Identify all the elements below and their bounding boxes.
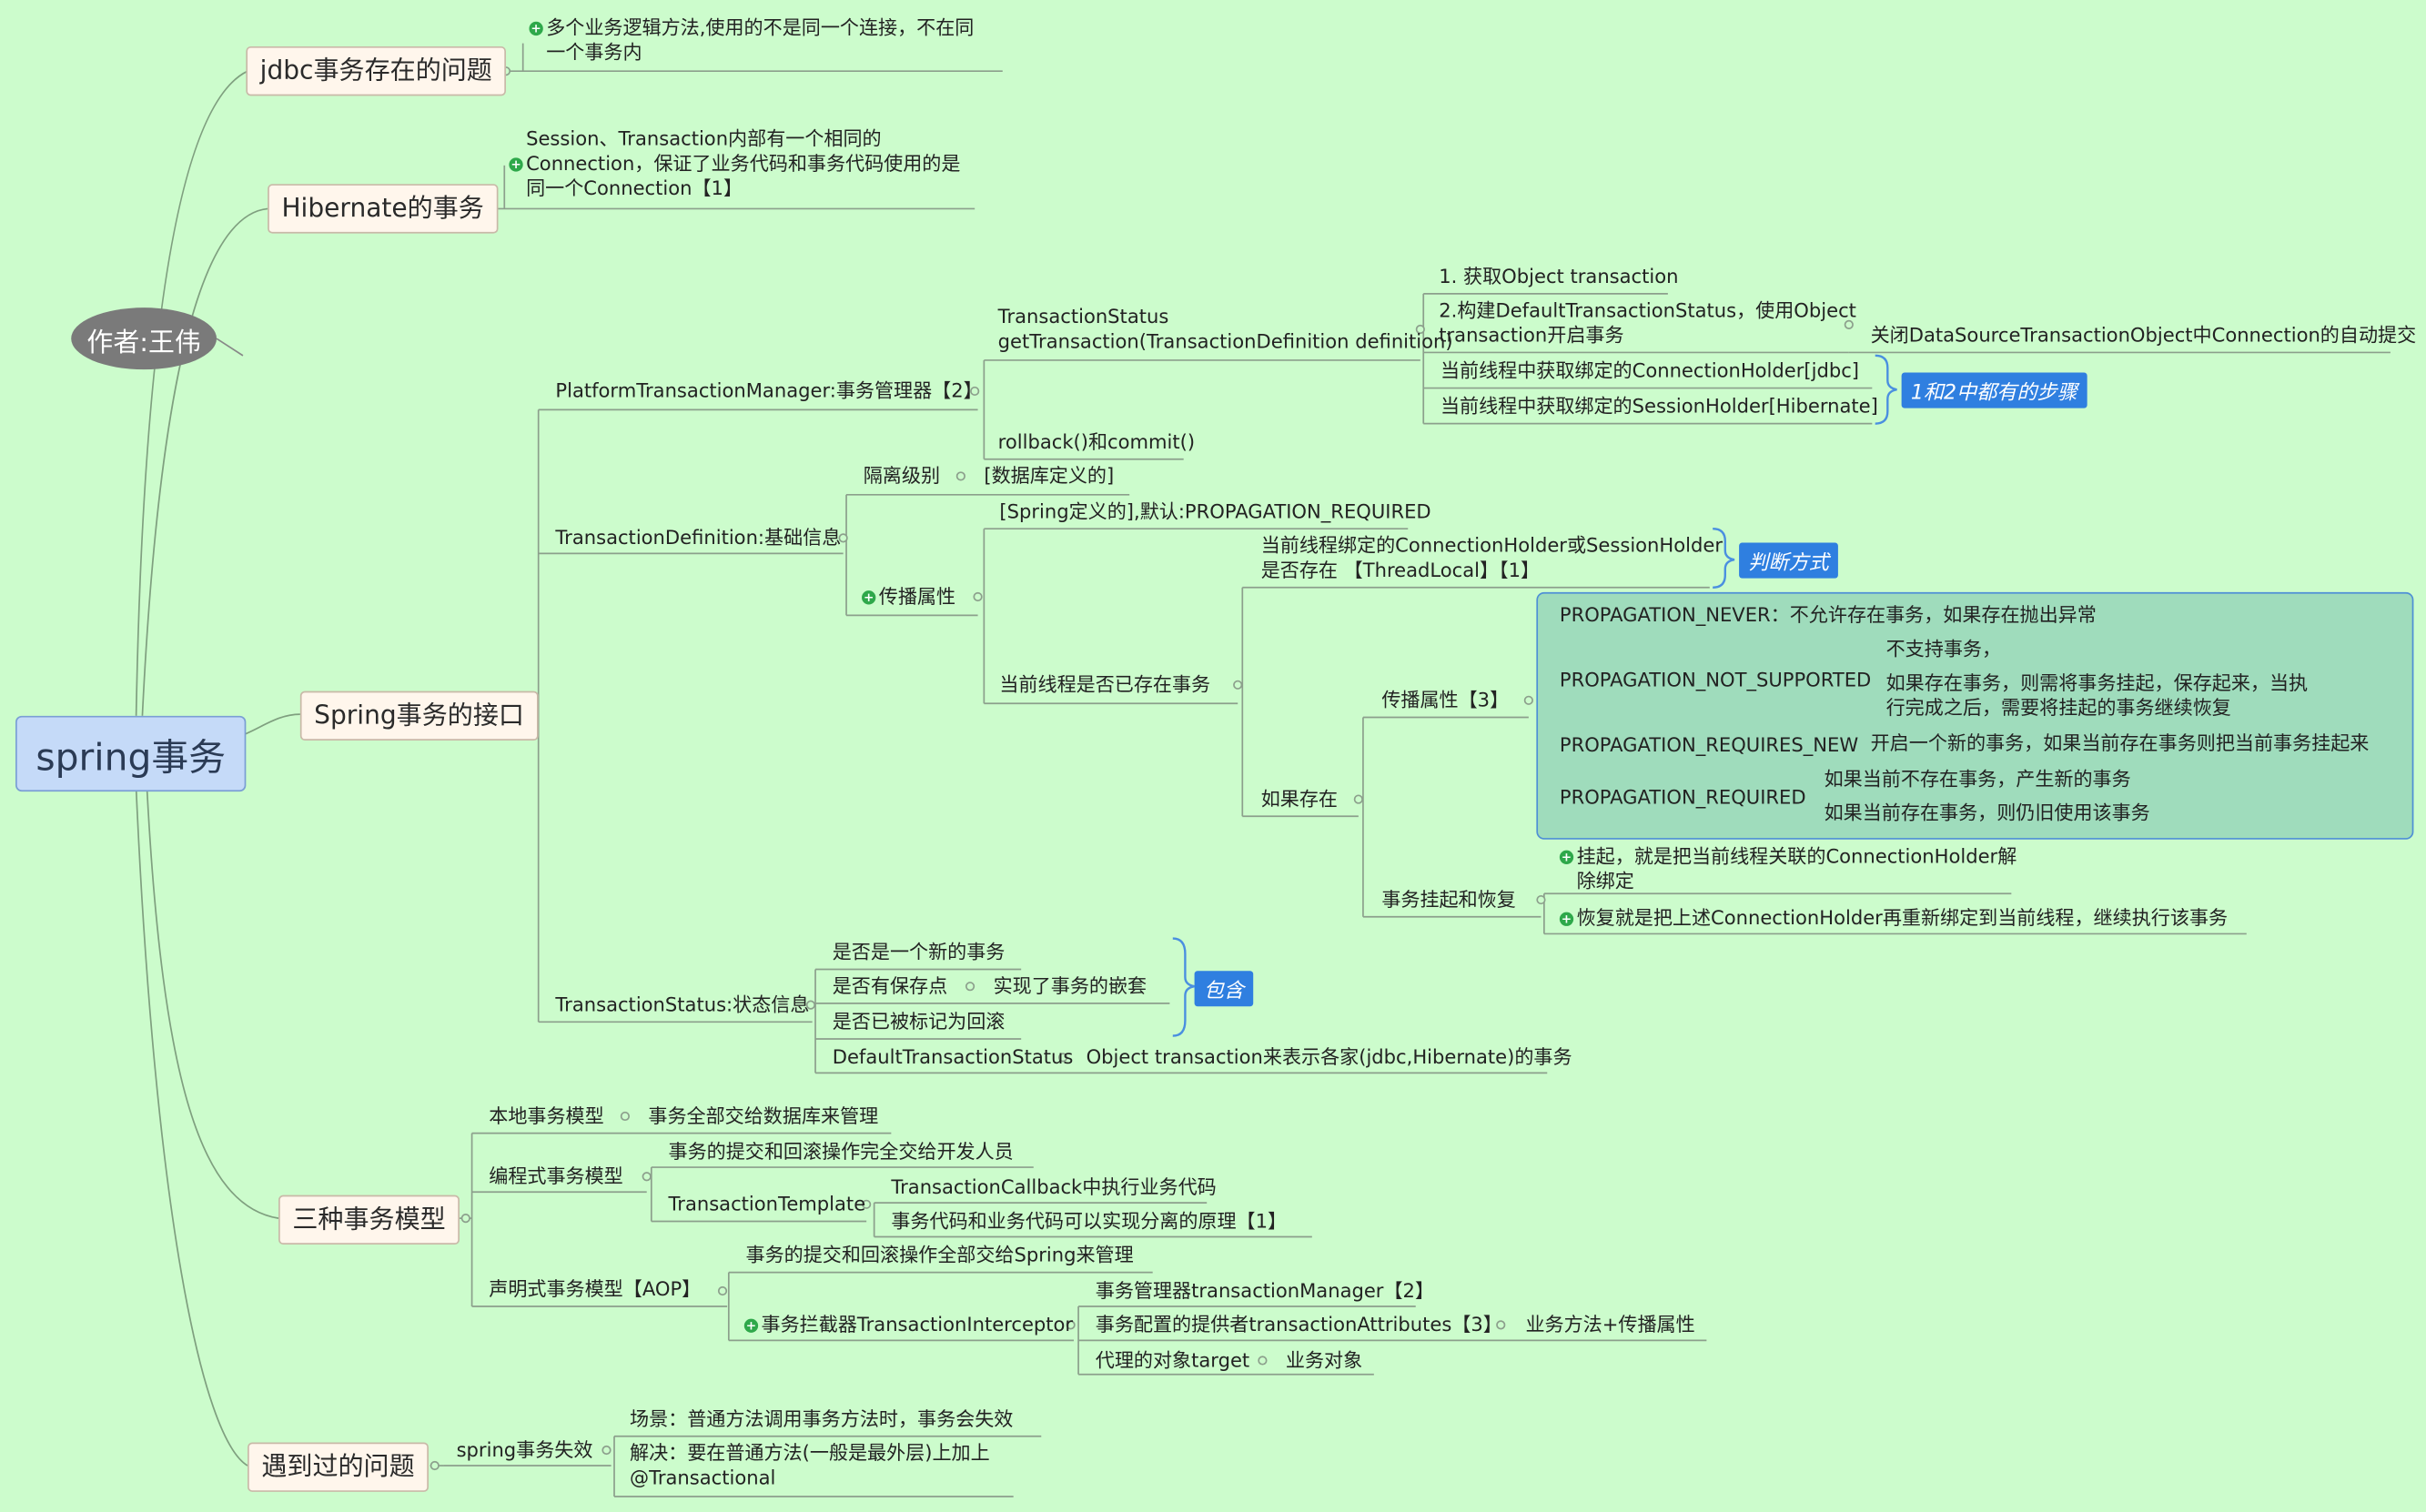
step-build-status[interactable]: 2.构建DefaultTransactionStatus，使用Object tr…: [1439, 298, 1856, 348]
ts-savepoint[interactable]: 是否有保存点: [832, 973, 948, 998]
topic-jdbc-problems[interactable]: jdbc事务存在的问题: [246, 45, 507, 96]
spring-default-propagation[interactable]: [Spring定义的],默认:PROPAGATION_REQUIRED: [999, 499, 1431, 523]
ptm-node[interactable]: PlatformTransactionManager:事务管理器【2】: [555, 378, 983, 402]
transaction-template[interactable]: TransactionTemplate: [668, 1192, 866, 1215]
isolation-detail[interactable]: [数据库定义的]: [984, 463, 1115, 488]
ns-detail-2-line2: 行完成之后，需要将挂起的事务继续恢复: [1885, 695, 2231, 720]
resume-detail[interactable]: +恢复就是把上述ConnectionHolder再重新绑定到当前线程，继续执行该…: [1559, 905, 2229, 931]
local-model-detail[interactable]: 事务全部交给数据库来管理: [648, 1104, 879, 1127]
ts-savepoint-detail[interactable]: 实现了事务的嵌套: [993, 973, 1147, 998]
jdbc-note-line2: 一个事务内: [546, 40, 642, 64]
propagation-node[interactable]: +传播属性: [862, 584, 955, 609]
jdbc-note-line1: 多个业务逻辑方法,使用的不是同一个连接，不在同: [546, 15, 975, 39]
interceptor-node[interactable]: +事务拦截器TransactionInterceptor: [743, 1312, 1074, 1337]
interceptor-target[interactable]: 代理的对象target: [1095, 1347, 1250, 1372]
propagation-group-boundary: [1536, 591, 2414, 840]
expand-plus-icon[interactable]: +: [1559, 912, 1574, 926]
prop-requires-new[interactable]: PROPAGATION_REQUIRES_NEW: [1559, 732, 1859, 757]
jdbc-note[interactable]: +多个业务逻辑方法,使用的不是同一个连接，不在同 一个事务内: [529, 15, 1008, 65]
topic-hibernate[interactable]: Hibernate的事务: [268, 184, 499, 234]
expand-plus-icon[interactable]: +: [743, 1318, 759, 1333]
programmatic-detail[interactable]: 事务的提交和回滚操作完全交给开发人员: [668, 1139, 1014, 1163]
interceptor-attributes[interactable]: 事务配置的提供者transactionAttributes【3】: [1095, 1312, 1502, 1336]
exists-transaction-node[interactable]: 当前线程是否已存在事务: [999, 672, 1211, 696]
interceptor-manager[interactable]: 事务管理器transactionManager【2】: [1095, 1278, 1435, 1302]
expand-plus-icon[interactable]: +: [862, 590, 876, 605]
topic-issues[interactable]: 遇到过的问题: [248, 1442, 429, 1492]
spring-tx-failure[interactable]: spring事务失效: [456, 1437, 593, 1461]
author-badge: 作者:王伟: [71, 307, 217, 370]
step-connection-holder[interactable]: 当前线程中获取绑定的ConnectionHolder[jdbc]: [1440, 358, 1860, 382]
failure-scenario[interactable]: 场景：普通方法调用事务方法时，事务会失效: [630, 1406, 1014, 1430]
suspend-detail-line2: 除绑定: [1576, 869, 1634, 892]
failure-solution-line1: 解决：要在普通方法(一般是最外层)上加上: [630, 1440, 990, 1465]
judge-node[interactable]: 当前线程绑定的ConnectionHolder或SessionHolder 是否…: [1261, 533, 1723, 582]
get-transaction-line2: getTransaction(TransactionDefinition def…: [997, 328, 1453, 353]
if-exists-node[interactable]: 如果存在: [1260, 786, 1338, 811]
failure-solution[interactable]: 解决：要在普通方法(一般是最外层)上加上 @Transactional: [630, 1441, 990, 1490]
template-callback[interactable]: TransactionCallback中执行业务代码: [891, 1174, 1217, 1199]
declarative-detail[interactable]: 事务的提交和回滚操作全部交给Spring来管理: [745, 1243, 1134, 1266]
suspend-detail-line1: 挂起，就是把当前线程关联的ConnectionHolder解: [1576, 843, 2017, 868]
prop-required[interactable]: PROPAGATION_REQUIRED: [1559, 785, 1806, 809]
local-model[interactable]: 本地事务模型: [489, 1104, 604, 1127]
hibernate-note-line3: 同一个Connection【1】: [526, 176, 743, 200]
step-build-line1: 2.构建DefaultTransactionStatus，使用Object: [1439, 297, 1856, 322]
judge-line2: 是否存在 【ThreadLocal】【1】: [1260, 558, 1541, 581]
req-detail-2[interactable]: 如果当前存在事务，则仍旧使用该事务: [1824, 801, 2150, 824]
ns-detail-2-line1: 如果存在事务，则需将事务挂起，保存起来，当执: [1885, 670, 2309, 695]
propagation-3-node[interactable]: 传播属性【3】: [1381, 688, 1510, 711]
ts-rollback-only[interactable]: 是否已被标记为回滚: [832, 1009, 1006, 1033]
expand-plus-icon[interactable]: +: [529, 21, 543, 36]
hibernate-note-line2: Connection，保证了业务代码和事务代码使用的是: [526, 151, 961, 176]
contains-label[interactable]: 包含: [1194, 971, 1254, 1007]
expand-plus-icon[interactable]: +: [1559, 850, 1574, 864]
topic-spring-interfaces[interactable]: Spring事务的接口: [299, 690, 539, 741]
step-build-line2: transaction开启事务: [1439, 323, 1624, 347]
suspend-resume-node[interactable]: 事务挂起和恢复: [1381, 887, 1516, 911]
expand-plus-icon[interactable]: +: [509, 157, 523, 172]
req-detail-1[interactable]: 如果当前不存在事务，产生新的事务: [1824, 766, 2131, 791]
propagation-label: 传播属性: [878, 584, 956, 608]
topic-three-models[interactable]: 三种事务模型: [278, 1194, 460, 1245]
judge-method-label[interactable]: 判断方式: [1739, 542, 1838, 579]
ts-is-new[interactable]: 是否是一个新的事务: [832, 940, 1006, 963]
declarative-model[interactable]: 声明式事务模型【AOP】: [489, 1276, 702, 1301]
step-get-object[interactable]: 1. 获取Object transaction: [1439, 264, 1679, 288]
template-separation[interactable]: 事务代码和业务代码可以实现分离的原理【1】: [891, 1208, 1288, 1233]
suspend-detail[interactable]: +挂起，就是把当前线程关联的ConnectionHolder解 除绑定: [1559, 843, 2017, 893]
root-topic[interactable]: spring事务: [15, 715, 247, 792]
target-detail[interactable]: 业务对象: [1285, 1347, 1363, 1372]
prop-never[interactable]: PROPAGATION_NEVER：不允许存在事务，如果存在抛出异常: [1559, 602, 2097, 627]
failure-solution-line2: @Transactional: [630, 1466, 776, 1489]
hibernate-note-line1: Session、Transaction内部有一个相同的: [526, 126, 882, 150]
get-transaction-line1: TransactionStatus: [997, 304, 1169, 328]
prop-not-supported[interactable]: PROPAGATION_NOT_SUPPORTED: [1559, 668, 1872, 691]
ts-node[interactable]: TransactionStatus:状态信息: [555, 993, 810, 1016]
common-steps-label[interactable]: 1和2中都有的步骤: [1901, 372, 2087, 408]
programmatic-model[interactable]: 编程式事务模型: [489, 1164, 623, 1188]
td-node[interactable]: TransactionDefinition:基础信息: [555, 525, 842, 549]
ts-default-status[interactable]: DefaultTransactionStatus: [832, 1044, 1074, 1069]
interceptor-label: 事务拦截器TransactionInterceptor: [761, 1312, 1074, 1336]
ns-detail-2[interactable]: 如果存在事务，则需将事务挂起，保存起来，当执 行完成之后，需要将挂起的事务继续恢…: [1886, 671, 2308, 721]
attributes-detail[interactable]: 业务方法+传播属性: [1525, 1312, 1695, 1336]
get-transaction-node[interactable]: TransactionStatus getTransaction(Transac…: [998, 305, 1453, 354]
rollback-commit-node[interactable]: rollback()和commit(): [997, 429, 1196, 453]
step-autocommit-detail[interactable]: 关闭DataSourceTransactionObject中Connection…: [1870, 323, 2417, 347]
ts-default-detail[interactable]: Object transaction来表示各家(jdbc,Hibernate)的…: [1086, 1044, 1572, 1069]
judge-line1: 当前线程绑定的ConnectionHolder或SessionHolder: [1260, 533, 1723, 557]
isolation-node[interactable]: 隔离级别: [863, 463, 941, 488]
resume-detail-text: 恢复就是把上述ConnectionHolder再重新绑定到当前线程，继续执行该事…: [1576, 905, 2229, 930]
ns-detail-1[interactable]: 不支持事务，: [1885, 637, 2002, 660]
rn-detail[interactable]: 开启一个新的事务，如果当前存在事务则把当前事务挂起来: [1870, 731, 2370, 755]
hibernate-note[interactable]: Session、Transaction内部有一个相同的 +Connection，…: [509, 126, 960, 201]
step-session-holder[interactable]: 当前线程中获取绑定的SessionHolder[Hibernate]: [1440, 394, 1878, 418]
